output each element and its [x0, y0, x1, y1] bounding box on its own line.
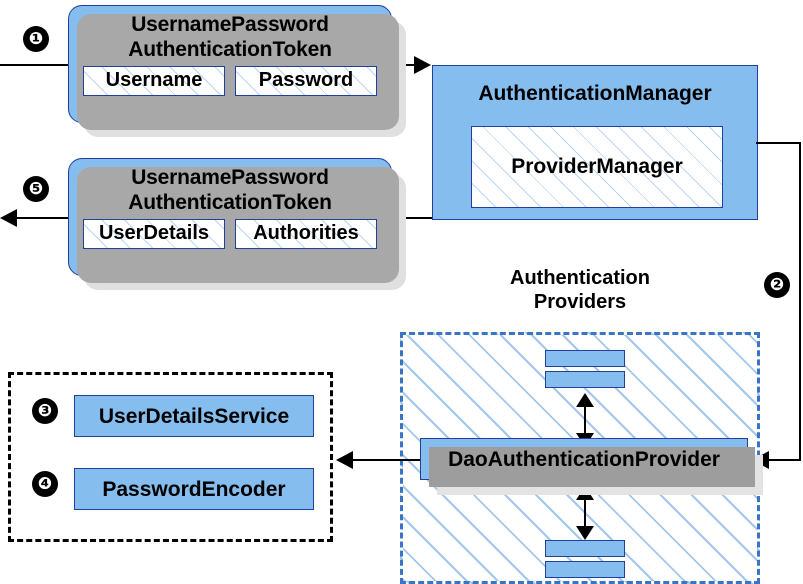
authentication-manager-node[interactable]: AuthenticationManager ProviderManager [432, 65, 773, 235]
response-out-line [8, 217, 70, 219]
response-token-title: UsernamePassword AuthenticationToken [69, 159, 391, 215]
step-badge-3: ❸ [32, 398, 58, 424]
provider-placeholder-bar-3 [545, 540, 625, 557]
incoming-request-line [0, 64, 70, 66]
manager-to-provider-line-top [756, 142, 801, 144]
password-encoder-label: PasswordEncoder [102, 478, 286, 501]
response-out-arrowhead [0, 209, 17, 227]
response-token-title-line1: UsernamePassword [131, 166, 329, 189]
user-details-service-node[interactable]: UserDetailsService [74, 395, 329, 452]
field-userdetails: UserDetails [83, 219, 225, 249]
token-to-manager-line [392, 64, 422, 66]
response-token-card[interactable]: UsernamePassword AuthenticationToken Use… [68, 158, 406, 290]
step-badge-4: ❹ [32, 471, 58, 497]
request-token-fields: Username Password [69, 66, 391, 96]
dependencies-container: ❸ ❹ UserDetailsService PasswordEncoder [8, 372, 333, 542]
provider-manager-box: ProviderManager [471, 126, 723, 208]
step-badge-1: ❶ [23, 26, 49, 52]
request-token-title-line2: AuthenticationToken [128, 38, 332, 61]
authentication-providers-label-line1: Authentication [510, 267, 650, 289]
field-password: Password [235, 66, 377, 96]
field-username: Username [83, 66, 225, 96]
manager-to-response-line [392, 217, 432, 219]
manager-to-provider-line-bottom [768, 459, 801, 461]
manager-to-provider-line-vertical [799, 142, 801, 460]
request-token-title: UsernamePassword AuthenticationToken [69, 6, 391, 62]
step-badge-2: ❷ [764, 272, 790, 298]
authentication-providers-label: Authentication Providers [460, 266, 700, 314]
field-authorities: Authorities [235, 219, 377, 249]
provider-link-arrow-up-top [576, 393, 594, 407]
password-encoder-node[interactable]: PasswordEncoder [74, 468, 329, 525]
user-details-service-label: UserDetailsService [98, 405, 290, 428]
step-badge-5: ❺ [23, 176, 49, 202]
dao-authentication-provider-label: DaoAuthenticationProvider [448, 448, 720, 471]
authentication-providers-label-line2: Providers [533, 291, 627, 313]
provider-link-line-bottom [584, 490, 586, 536]
request-token-title-line1: UsernamePassword [131, 13, 329, 36]
response-token-title-line2: AuthenticationToken [128, 191, 332, 214]
provider-to-dependencies-arrowhead [336, 451, 353, 469]
provider-placeholder-bar-2 [545, 371, 625, 388]
provider-link-arrow-down-bottom [576, 526, 594, 540]
request-token-card[interactable]: UsernamePassword AuthenticationToken Use… [68, 5, 406, 137]
token-to-manager-arrowhead [414, 56, 431, 74]
provider-to-dependencies-line [352, 459, 420, 461]
dao-authentication-provider-node[interactable]: DaoAuthenticationProvider [420, 438, 763, 495]
authentication-manager-title: AuthenticationManager [478, 82, 712, 105]
provider-placeholder-bar-4 [545, 561, 625, 578]
provider-link-line-top [584, 397, 586, 443]
provider-placeholder-bar-1 [545, 350, 625, 367]
response-token-fields: UserDetails Authorities [69, 219, 391, 249]
